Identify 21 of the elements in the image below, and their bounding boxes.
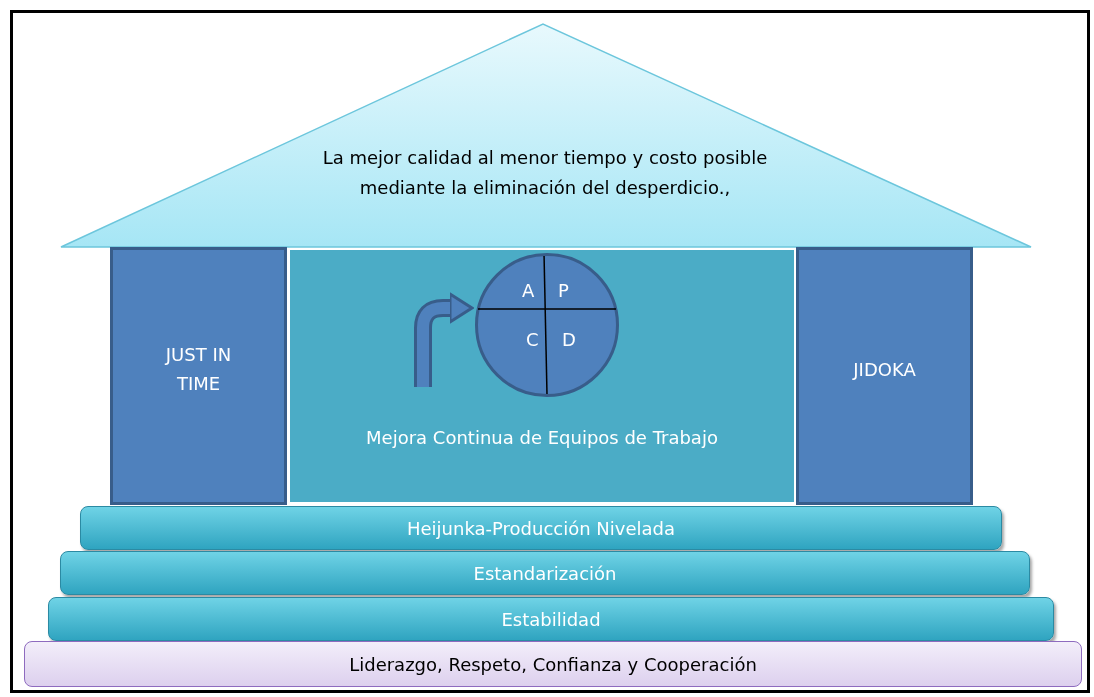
pillar-label: JIDOKA	[851, 358, 917, 382]
step-bar	[60, 551, 1030, 595]
center-panel	[290, 250, 794, 502]
bar-label: Estabilidad	[501, 608, 601, 630]
pillar	[796, 247, 973, 505]
bar-label: Heijunka-Producción Nivelada	[406, 517, 676, 539]
step-bar	[80, 506, 1002, 550]
panel-text: Mejora Continua de Equipos de Trabajo	[365, 427, 719, 448]
quadrant-letter: A	[522, 280, 535, 301]
pillar	[110, 247, 287, 505]
bar-label: Liderazgo, Respeto, Confianza y Cooperación	[349, 653, 757, 675]
roof-text: La mejor calidad al menor tiempo y costo posible mediante la eliminación del desperdicio.,	[321, 146, 769, 200]
quadrant-letter: P	[558, 280, 569, 301]
step-bar	[48, 597, 1054, 641]
roof	[60, 23, 1032, 248]
bent-arrow	[414, 292, 474, 387]
quadrant-letter: D	[562, 329, 576, 350]
bar-label: Estandarización	[473, 562, 617, 584]
quadrant-letter: C	[526, 329, 539, 350]
base-bar	[24, 641, 1082, 687]
pillar-label: JUST IN TIME	[163, 343, 233, 396]
